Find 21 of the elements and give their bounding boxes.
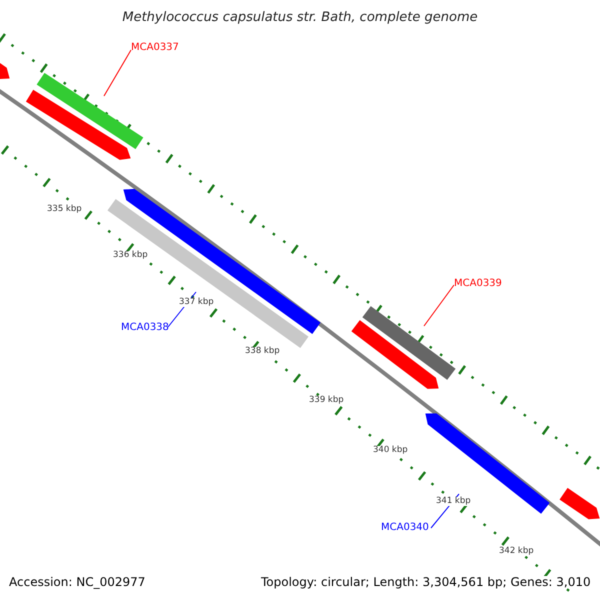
leader-line	[424, 284, 454, 326]
position-label: 335 kbp	[47, 205, 82, 214]
gene-bar	[108, 199, 308, 348]
gene-bar	[425, 413, 550, 514]
gene-bar	[362, 306, 456, 380]
accession-text: Accession: NC_002977	[9, 576, 146, 588]
position-label: 341 kbp	[436, 497, 471, 506]
position-label: 342 kbp	[499, 547, 534, 556]
position-label: 340 kbp	[373, 446, 408, 454]
position-label: 336 kbp	[113, 251, 148, 260]
position-label: 338 kbp	[245, 347, 280, 356]
position-label: 339 kbp	[309, 396, 344, 404]
topology-text: Topology: circular; Length: 3,304,561 bp; Genes: 3,010	[261, 576, 591, 588]
position-label: 337 kbp	[179, 298, 214, 306]
title: Methylococcus capsulatus str. Bath, complete genome	[121, 11, 479, 24]
gene-label: MCA0337	[131, 43, 179, 53]
gene-bar	[36, 72, 144, 150]
gene-label: MCA0339	[454, 279, 502, 289]
gene-label: MCA0340	[381, 523, 429, 533]
leader-line	[104, 50, 132, 96]
gene-label: MCA0338	[121, 323, 169, 333]
